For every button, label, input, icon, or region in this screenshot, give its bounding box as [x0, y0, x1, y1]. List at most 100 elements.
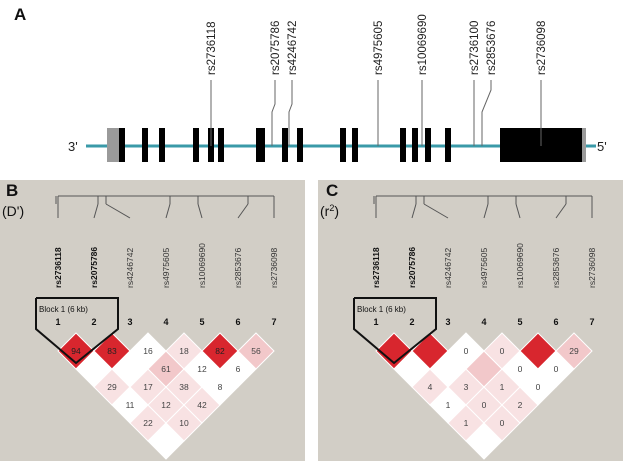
ld-marker-index: 3	[445, 317, 450, 327]
gene-snp-label: rs4975605	[373, 21, 385, 75]
ld-marker-index: 2	[409, 317, 414, 327]
ld-cell-value: 2	[518, 400, 523, 410]
exon-7	[256, 128, 265, 162]
ld-cell-value: 0	[500, 418, 505, 428]
gene-snp-leader	[271, 80, 276, 146]
ld-marker-index: 3	[127, 317, 132, 327]
ld-cell-value: 18	[179, 346, 189, 356]
exon-4	[193, 128, 199, 162]
marker-leader	[237, 203, 249, 219]
ld-cell-value: 1	[500, 382, 505, 392]
utr-block	[582, 128, 586, 162]
gene-snp-label: rs2853676	[486, 21, 498, 75]
exon-12	[400, 128, 406, 162]
ld-snp-label: rs2736098	[269, 248, 279, 288]
exon-13	[412, 128, 418, 162]
ld-plot-c: rs2736118 rs2075786 rs4246742 rs4975605 rs10…	[353, 195, 597, 460]
ld-snp-label: rs4246742	[443, 248, 453, 288]
ld-cell-value: 16	[143, 346, 153, 356]
ld-snp-label: rs2736118	[371, 247, 381, 288]
ld-cell-value: 12	[161, 400, 171, 410]
gene-track	[86, 128, 596, 162]
haplotype-block-label: Block 1 (6 kb)	[39, 305, 88, 314]
panel-c-measure: (r2)	[320, 203, 339, 219]
haplotype-block-outline	[35, 297, 119, 365]
exon-6	[218, 128, 224, 162]
ld-cell-value: 1	[446, 400, 451, 410]
marker-leader	[515, 203, 521, 219]
exon-11	[352, 128, 358, 162]
ld-marker-index: 6	[553, 317, 558, 327]
ld-snp-label: rs2075786	[407, 247, 417, 288]
ld-cell-value: 42	[197, 400, 207, 410]
ld-snp-label: rs4246742	[125, 248, 135, 288]
ld-marker-index: 7	[589, 317, 594, 327]
ld-snp-label: rs2853676	[233, 248, 243, 288]
gene-snp-label: rs4246742	[287, 21, 299, 75]
ld-cell-value: 17	[143, 382, 153, 392]
ld-snp-label: rs2736098	[587, 248, 597, 288]
ld-marker-index: 7	[271, 317, 276, 327]
gene-snp-label: rs2736100	[469, 21, 481, 75]
marker-leader	[555, 203, 567, 219]
ld-marker-index: 1	[55, 317, 60, 327]
ld-cell-value: 82	[215, 346, 225, 356]
strand-left-label: 3'	[68, 139, 78, 154]
gene-snp-label: rs2075786	[270, 21, 282, 75]
ld-snp-label: rs10069690	[197, 243, 207, 288]
ld-cell-value: 83	[107, 346, 117, 356]
ld-cell-5-6	[555, 332, 593, 370]
exon-15	[445, 128, 451, 162]
ld-cell-value: 0	[554, 364, 559, 374]
gene-snp-label: rs2736118	[206, 22, 218, 76]
ld-marker-index: 4	[163, 317, 168, 327]
exon-9	[297, 128, 303, 162]
ld-cell-value: 56	[251, 346, 261, 356]
haplotype-block-outline	[353, 297, 437, 365]
ld-cell-value: 1	[464, 418, 469, 428]
strand-right-label: 5'	[597, 139, 607, 154]
marker-leader	[93, 203, 99, 219]
ld-cell-value: 0	[500, 346, 505, 356]
exon-16	[500, 128, 568, 162]
gene-snp-label: rs2736098	[536, 21, 548, 75]
ld-snp-label: rs2075786	[89, 247, 99, 288]
ld-marker-index: 4	[481, 317, 486, 327]
marker-leader	[483, 203, 489, 219]
ld-snp-label: rs2736118	[53, 247, 63, 288]
marker-leader	[411, 203, 417, 219]
ld-cell-value: 3	[464, 382, 469, 392]
ld-cell-value: 38	[179, 382, 189, 392]
ld-cell-5-6	[237, 332, 275, 370]
marker-leader	[197, 203, 203, 219]
utr-block	[107, 128, 119, 162]
ld-cell-value: 0	[482, 400, 487, 410]
ld-cell-value: 8	[218, 382, 223, 392]
ld-marker-index: 2	[91, 317, 96, 327]
marker-leader	[423, 203, 449, 219]
ld-snp-label: rs4975605	[479, 248, 489, 288]
exon-10	[340, 128, 346, 162]
ld-snp-label: rs10069690	[515, 243, 525, 288]
marker-leader	[105, 203, 131, 219]
ld-cell-value: 94	[71, 346, 81, 356]
exon-17	[568, 128, 582, 162]
gene-snp-leader	[288, 80, 293, 146]
gene-snp-leader	[481, 80, 492, 146]
ld-cell-value: 0	[518, 364, 523, 374]
ld-cell-value: 11	[126, 400, 135, 410]
panel-a-gene-structure: A 3' 5' rs2736118 rs2075786 rs4246742 rs497…	[14, 5, 607, 162]
ld-cell-value: 12	[197, 364, 207, 374]
exon-14	[425, 128, 431, 162]
exon-1	[119, 128, 125, 162]
ld-cell-value: 4	[428, 382, 433, 392]
ld-cell-value: 29	[107, 382, 117, 392]
ld-cell-value: 0	[464, 346, 469, 356]
ld-snp-label: rs2853676	[551, 248, 561, 288]
ld-cell-value: 6	[236, 364, 241, 374]
ld-cell-value: 22	[143, 418, 153, 428]
panel-a-letter: A	[14, 5, 26, 24]
